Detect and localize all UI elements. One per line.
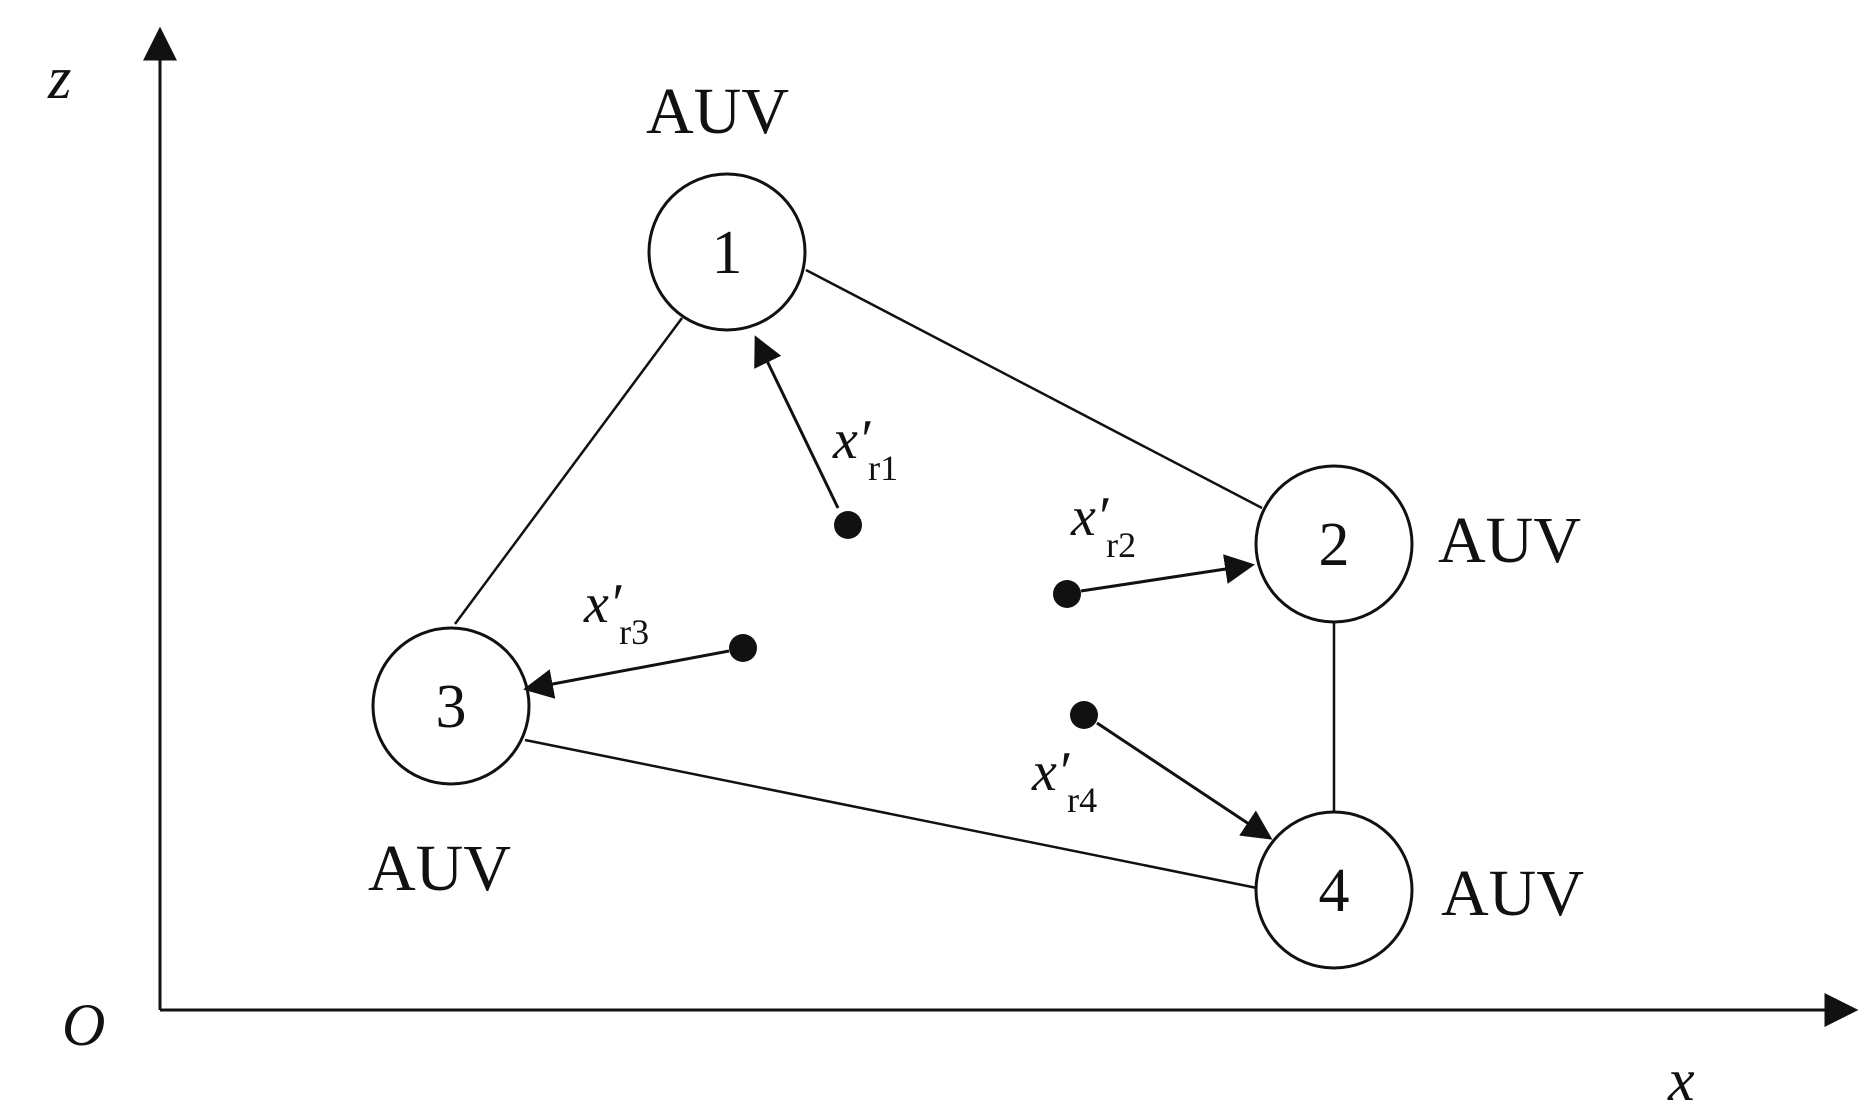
node-circle [1254,810,1414,970]
auv-node-1: 1 AUV [646,75,807,332]
edge-1-3 [453,317,684,625]
node-number: 1 [712,219,743,287]
x-axis-label: x [1667,1047,1695,1113]
reference-2: x′r2 [1053,486,1255,608]
reference-vector [1096,721,1273,840]
node-caption: AUV [368,832,511,905]
node-caption: AUV [1441,857,1584,930]
node-caption: AUV [646,75,789,148]
reference-label: x′r2 [1070,486,1136,565]
axes: z x O [47,26,1859,1113]
reference-4: x′r4 [1031,701,1273,840]
reference-point [1070,701,1098,729]
node-number: 4 [1319,857,1350,925]
edge-1-2 [805,268,1263,510]
reference-label: x′r4 [1031,741,1097,820]
origin-label: O [62,992,105,1058]
reference-vector [1080,554,1255,593]
node-circle [371,626,531,786]
reference-point [729,634,757,662]
auv-node-4: 4 AUV [1254,810,1584,970]
reference-label: x′r3 [583,573,649,652]
auv-node-3: 3 AUV [368,626,531,905]
node-circle [1254,464,1414,624]
node-number: 3 [436,673,467,741]
z-axis-label: z [47,45,71,111]
formation-edges [453,268,1336,890]
edge-3-4 [524,738,1258,890]
reference-label: x′r1 [832,409,898,488]
node-caption: AUV [1438,504,1581,577]
reference-vector [523,649,730,699]
node-circle [647,172,807,332]
reference-3: x′r3 [523,573,757,699]
reference-point [1053,580,1081,608]
reference-vector [754,335,840,509]
reference-point [834,511,862,539]
reference-1: x′r1 [754,335,898,539]
auv-node-2: 2 AUV [1254,464,1581,624]
node-number: 2 [1319,511,1350,579]
